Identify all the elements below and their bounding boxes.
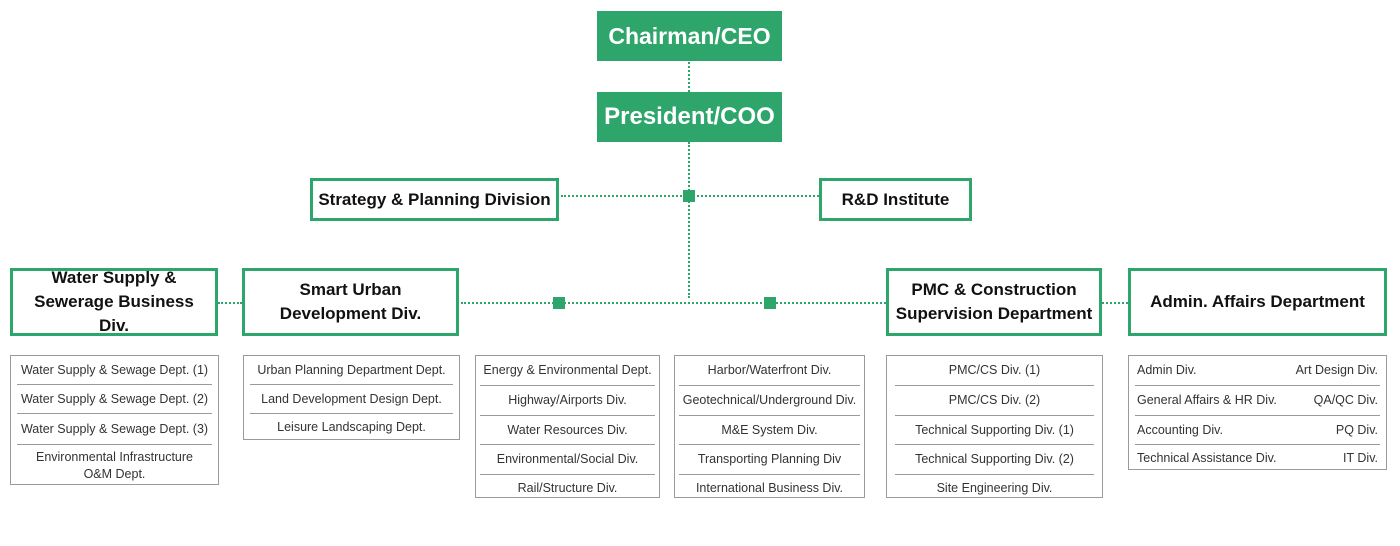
- list-item: Water Supply & Sewage Dept. (2): [17, 385, 212, 414]
- list-item: Technical Assistance Div. IT Div.: [1135, 445, 1380, 472]
- list-item: PMC/CS Div. (1): [895, 356, 1094, 386]
- list-item: Site Engineering Div.: [936, 480, 1053, 495]
- rnd-institute-box: R&D Institute: [819, 178, 972, 221]
- list-item: Rail/Structure Div.: [517, 480, 618, 495]
- junction-node-right: [764, 297, 776, 309]
- admin-item-right: Art Design Div.: [1295, 363, 1378, 378]
- harbor-waterfront-list: Harbor/Waterfront Div. Geotechnical/Unde…: [674, 355, 865, 498]
- list-item: Urban Planning Department Dept.: [250, 356, 453, 385]
- connector-divisions-center: [461, 302, 886, 304]
- water-supply-dept-list: Water Supply & Sewage Dept. (1) Water Su…: [10, 355, 219, 485]
- list-item: General Affairs & HR Div. QA/QC Div.: [1135, 386, 1380, 416]
- list-item: Technical Supporting Div. (1): [895, 416, 1094, 445]
- admin-item-right: PQ Div.: [1335, 422, 1378, 437]
- list-item: M&E System Div.: [679, 416, 860, 445]
- president-coo-box: President/COO: [597, 92, 782, 142]
- list-item: Environmental Infrastructure O&M Dept.: [35, 450, 193, 481]
- connector-water-urban: [218, 302, 242, 304]
- admin-item-right: QA/QC Div.: [1313, 393, 1378, 408]
- list-item: Land Development Design Dept.: [250, 385, 453, 414]
- admin-affairs-division-box: Admin. Affairs Department: [1128, 268, 1387, 336]
- connector-staff-left: [561, 195, 689, 197]
- strategy-planning-box: Strategy & Planning Division: [310, 178, 559, 221]
- pmc-cs-list: PMC/CS Div. (1) PMC/CS Div. (2) Technica…: [886, 355, 1103, 498]
- admin-item-left: Technical Assistance Div.: [1137, 451, 1277, 466]
- admin-item-left: Accounting Div.: [1137, 422, 1223, 437]
- list-item: Geotechnical/Underground Div.: [679, 386, 860, 416]
- list-item: Water Resources Div.: [480, 416, 655, 445]
- pmc-construction-division-box: PMC & Construction Supervision Departmen…: [886, 268, 1102, 336]
- junction-node-staff: [683, 190, 695, 202]
- smart-urban-division-box: Smart Urban Development Div.: [242, 268, 459, 336]
- list-item: Admin Div. Art Design Div.: [1135, 356, 1380, 386]
- list-item: International Business Div.: [695, 480, 844, 495]
- connector-pmc-admin: [1102, 302, 1128, 304]
- list-item: Accounting Div. PQ Div.: [1135, 416, 1380, 445]
- chairman-ceo-box: Chairman/CEO: [597, 11, 782, 61]
- list-item: Energy & Environmental Dept.: [480, 356, 655, 386]
- list-item: Harbor/Waterfront Div.: [679, 356, 860, 386]
- admin-affairs-list: Admin Div. Art Design Div. General Affai…: [1128, 355, 1387, 470]
- connector-president-trunk: [688, 142, 690, 298]
- admin-item-left: General Affairs & HR Div.: [1137, 393, 1277, 408]
- junction-node-left: [553, 297, 565, 309]
- admin-item-right: IT Div.: [1343, 451, 1378, 466]
- smart-urban-dept-list: Urban Planning Department Dept. Land Dev…: [243, 355, 460, 440]
- list-item: Water Supply & Sewage Dept. (3): [17, 414, 212, 445]
- list-item: Transporting Planning Div: [679, 445, 860, 475]
- connector-staff-right: [689, 195, 819, 197]
- connector-ceo-president: [688, 62, 690, 92]
- list-item: Environmental/Social Div.: [480, 445, 655, 475]
- list-item: Highway/Airports Div.: [480, 386, 655, 416]
- list-item: PMC/CS Div. (2): [895, 386, 1094, 416]
- list-item: Water Supply & Sewage Dept. (1): [17, 356, 212, 385]
- list-item: Technical Supporting Div. (2): [895, 445, 1094, 475]
- energy-environmental-list: Energy & Environmental Dept. Highway/Air…: [475, 355, 660, 498]
- list-item: Leisure Landscaping Dept.: [277, 420, 426, 435]
- admin-item-left: Admin Div.: [1137, 363, 1197, 378]
- water-supply-division-box: Water Supply & Sewerage Business Div.: [10, 268, 218, 336]
